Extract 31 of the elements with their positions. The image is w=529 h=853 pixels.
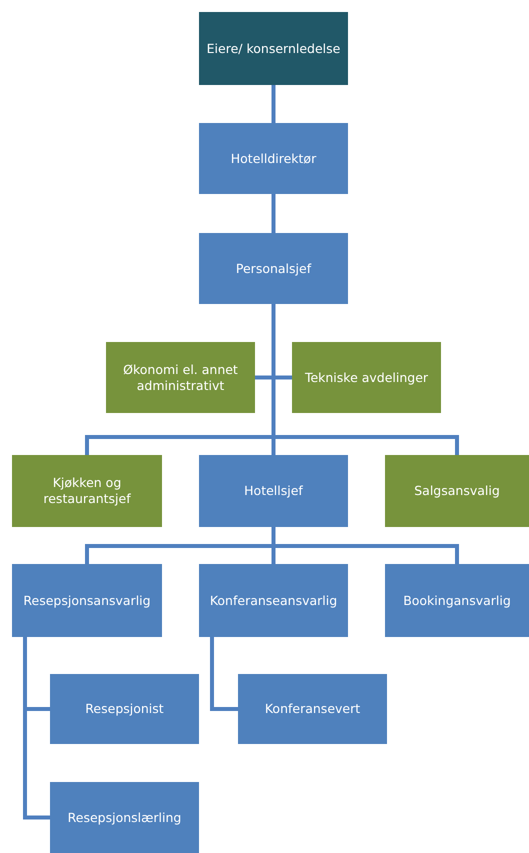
role-label: Resepsjonsansvarlig (23, 592, 151, 608)
role-label: Konferanseansvarlig (210, 592, 338, 608)
role-label: Hotellsjef (244, 483, 303, 499)
role-label: Hotelldirektør (230, 150, 316, 166)
org-box (106, 342, 255, 413)
org-box (199, 123, 348, 194)
connector-line (272, 194, 276, 233)
org-box (385, 564, 529, 637)
role-label: Bookingansvarlig (403, 592, 511, 608)
org-box (12, 455, 162, 527)
org-box (238, 674, 387, 744)
org-box (199, 12, 348, 85)
role-label: Salgsansvalig (414, 483, 500, 499)
org-box (12, 564, 162, 637)
role-label: Tekniske avdelinger (304, 370, 428, 386)
org-box (50, 782, 199, 853)
org-box (199, 233, 348, 304)
role-label: Resepsjonslærling (68, 810, 182, 826)
role-label: Personalsjef (236, 260, 312, 276)
role-label: Eiere/ konsernledelse (206, 40, 340, 56)
role-label: Konferansevert (264, 701, 360, 717)
role-label: Økonomi el. annet administrativt (122, 362, 239, 394)
org-box (199, 564, 348, 637)
connector-line (210, 637, 238, 711)
org-box (50, 674, 199, 744)
connector-line (272, 85, 276, 123)
org-box (292, 342, 441, 413)
org-box (385, 455, 529, 527)
org-box (199, 455, 348, 527)
role-label: Resepsjonist (85, 701, 164, 717)
role-label: Kjøkken og restaurantsjef (42, 475, 132, 507)
